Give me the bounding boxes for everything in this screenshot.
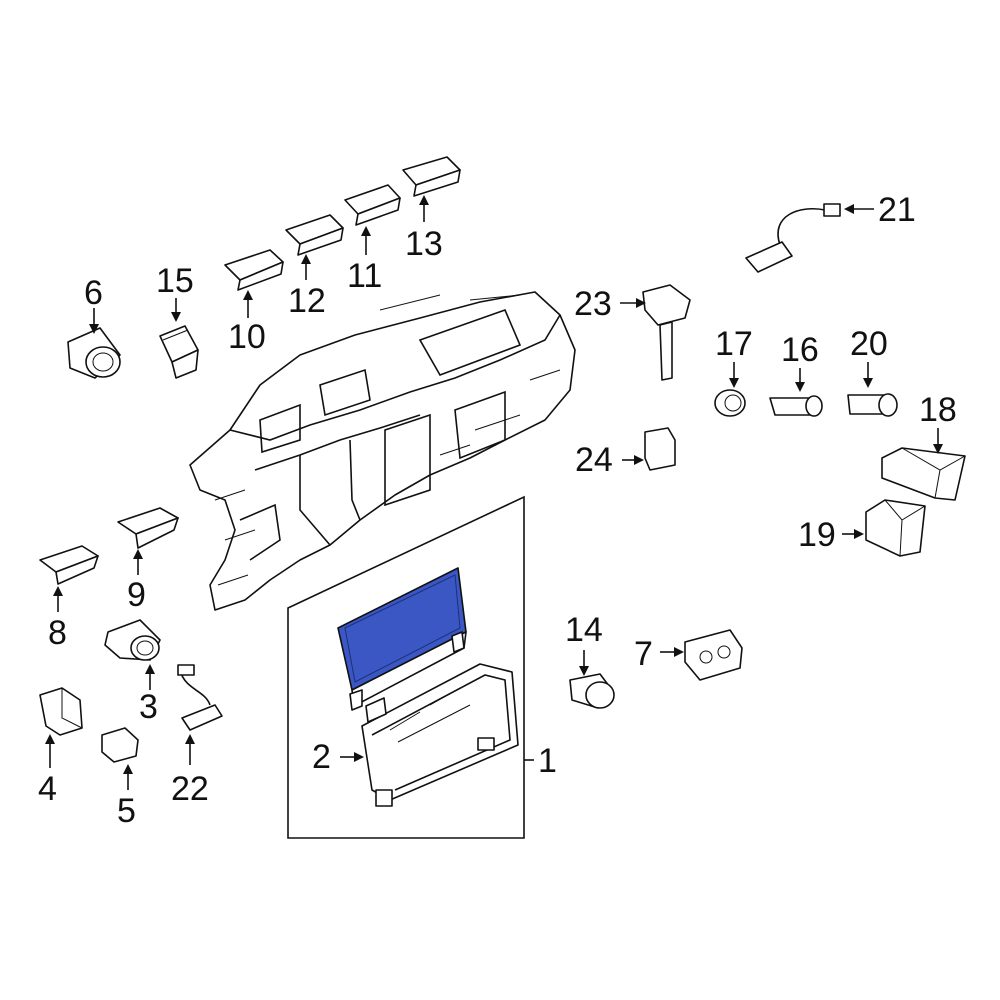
callout-18: 18 <box>919 391 957 429</box>
callout-15: 15 <box>156 262 194 300</box>
callout-24: 24 <box>575 441 613 479</box>
callout-19: 19 <box>798 516 836 554</box>
part-4 <box>39 687 83 736</box>
part-18 <box>881 447 966 501</box>
callout-12: 12 <box>288 282 326 320</box>
callout-14: 14 <box>565 611 603 649</box>
part-8 <box>39 545 99 585</box>
part-14 <box>569 673 615 709</box>
display-panel-highlighted <box>337 567 467 711</box>
callout-labels: 1 2 3 4 5 6 7 8 9 10 11 12 13 14 15 16 1… <box>38 191 957 830</box>
part-12 <box>285 214 344 256</box>
part-17 <box>714 389 746 417</box>
cluster-assembly-group <box>287 495 534 839</box>
callout-8: 8 <box>48 614 67 652</box>
callout-2: 2 <box>312 738 331 776</box>
part-24 <box>644 427 676 471</box>
callout-5: 5 <box>117 792 136 830</box>
callout-6: 6 <box>84 274 103 312</box>
callout-10: 10 <box>228 318 266 356</box>
part-5 <box>101 727 139 763</box>
part-15 <box>159 325 199 379</box>
callout-22: 22 <box>171 770 209 808</box>
part-22 <box>177 664 223 731</box>
callout-13: 13 <box>405 225 443 263</box>
callout-16: 16 <box>781 331 819 369</box>
cluster-housing <box>361 663 519 807</box>
part-13 <box>402 156 461 197</box>
callout-4: 4 <box>38 770 57 808</box>
part-20 <box>847 393 898 417</box>
part-21 <box>745 203 841 273</box>
callout-21: 21 <box>878 191 916 229</box>
part-10 <box>224 249 284 291</box>
callout-7: 7 <box>634 635 653 673</box>
leader-arrows <box>45 195 943 790</box>
part-19 <box>865 499 926 557</box>
callout-3: 3 <box>139 688 158 726</box>
part-7 <box>684 629 743 681</box>
callout-9: 9 <box>127 576 146 614</box>
callout-1: 1 <box>538 742 557 780</box>
part-23 <box>642 284 691 381</box>
part-3 <box>104 619 161 661</box>
part-11 <box>344 184 401 226</box>
callout-11: 11 <box>347 257 382 295</box>
callout-23: 23 <box>574 285 612 323</box>
part-6 <box>67 327 121 379</box>
part-16 <box>769 395 823 417</box>
callout-20: 20 <box>850 325 888 363</box>
instrument-panel <box>189 291 576 611</box>
part-9 <box>117 507 179 549</box>
callout-17: 17 <box>715 325 753 363</box>
